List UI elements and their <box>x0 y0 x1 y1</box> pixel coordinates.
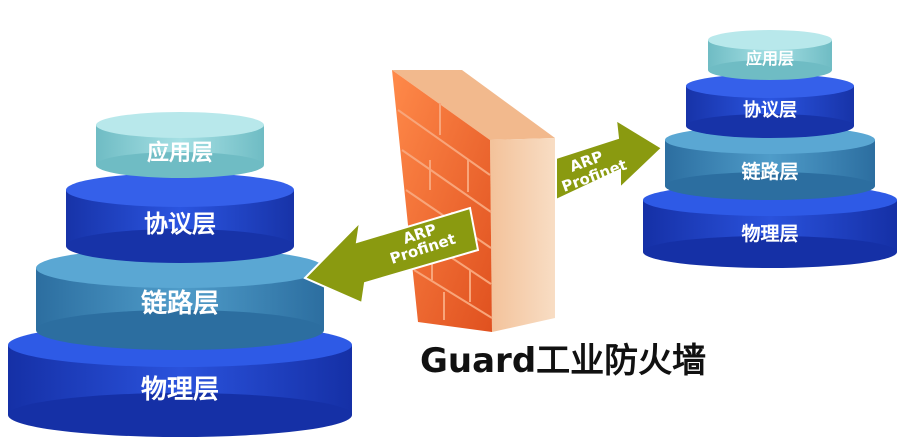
right-protocol-layer <box>686 74 854 138</box>
right-layer-label-link: 链路层 <box>741 160 798 183</box>
right-layer-label-application: 应用层 <box>746 49 794 68</box>
right-application-layer <box>708 30 832 80</box>
left-protocol-layer <box>66 173 294 263</box>
right-arrow: ARP Profinet <box>555 118 664 202</box>
left-layer-label-application: 应用层 <box>147 140 213 166</box>
left-layer-stack: 应用层 协议层 链路层 物理层 <box>8 112 352 437</box>
right-layer-label-physical: 物理层 <box>741 222 798 245</box>
left-layer-label-physical: 物理层 <box>141 375 219 405</box>
right-layer-label-protocol: 协议层 <box>743 99 797 121</box>
firewall-wall <box>392 70 555 332</box>
left-layer-label-link: 链路层 <box>141 288 219 319</box>
right-layer-stack: 应用层 协议层 链路层 物理层 <box>643 30 897 268</box>
firewall-caption: Guard工业防火墙 <box>420 341 706 381</box>
left-application-layer <box>96 112 264 178</box>
left-layer-label-protocol: 协议层 <box>144 210 216 238</box>
